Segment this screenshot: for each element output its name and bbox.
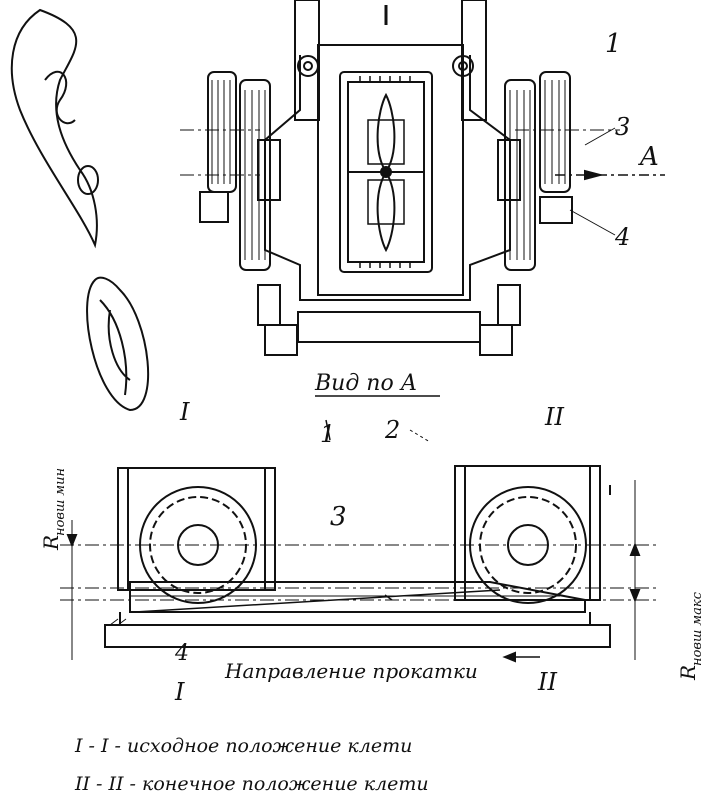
scribble-marks [10, 8, 150, 412]
svg-text:новш мин: новш мин [53, 468, 68, 536]
side-view [60, 419, 660, 663]
top-label-3: 3 [615, 113, 630, 141]
base-plate [104, 624, 611, 648]
side-label-1: 1 [320, 420, 335, 448]
section-label-i-bottom: I [174, 678, 185, 706]
right-gear-upper [539, 71, 571, 193]
right-housing [454, 465, 601, 601]
wedge-plate [129, 581, 586, 613]
right-rail [461, 0, 487, 121]
top-label-a: A [638, 142, 659, 172]
r-max-label: R новш макс [676, 591, 705, 681]
section-label-ii-top: II [544, 403, 564, 431]
side-label-3: 3 [330, 502, 347, 532]
side-label-4: 4 [174, 641, 189, 666]
legend-line-1: I - I - исходное положение клети [74, 735, 412, 757]
r-min-label: R новш мин [39, 468, 68, 551]
svg-text:R: R [39, 535, 63, 551]
side-label-2: 2 [384, 416, 400, 444]
lower-crossbar [297, 311, 481, 343]
section-label-i-top: I [179, 398, 190, 426]
right-bracket [539, 196, 573, 224]
direction-label: Направление прокатки [224, 659, 478, 683]
legend-line-2: II - II - конечное положение клети [74, 773, 429, 795]
top-label-4: 4 [614, 223, 630, 251]
top-view [180, 0, 665, 397]
top-label-1: 1 [605, 29, 622, 59]
left-housing [117, 467, 276, 591]
right-gear-lower [504, 79, 536, 271]
svg-text:R: R [676, 665, 700, 681]
section-label-ii-bottom: II [537, 668, 557, 696]
view-caption: Вид по А [314, 371, 417, 396]
roll-window [339, 71, 433, 273]
svg-text:новш макс: новш макс [690, 591, 705, 666]
